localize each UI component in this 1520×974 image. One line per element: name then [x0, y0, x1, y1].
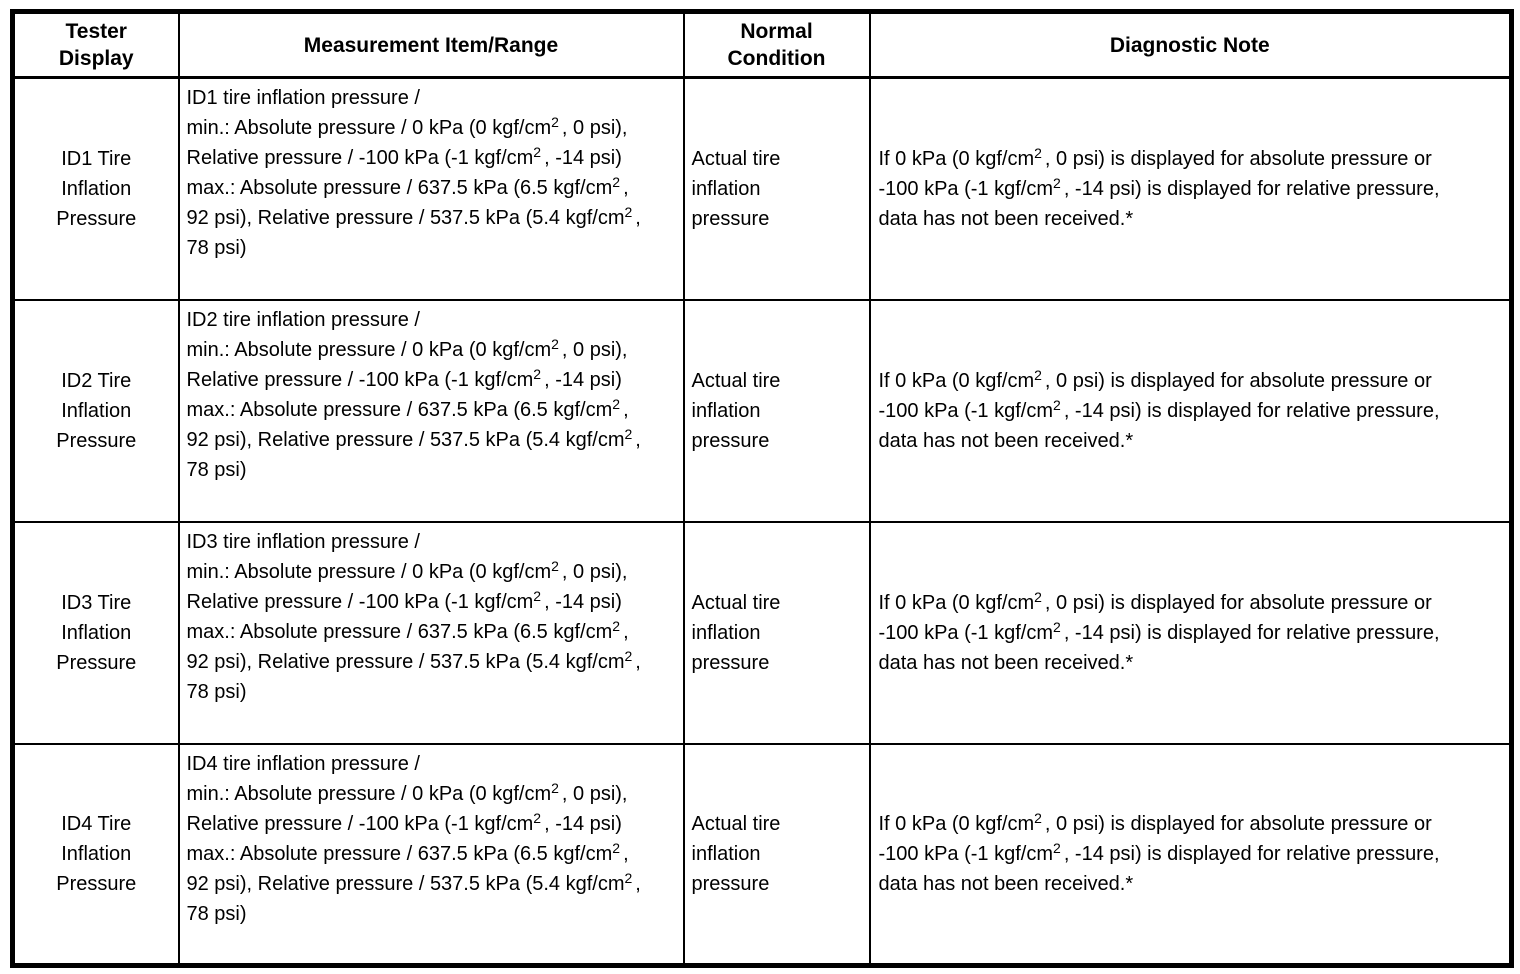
header-normal-condition-label: Normal Condition [727, 20, 826, 70]
cell-id2-diagnostic-note: If 0 kPa (0 kgf/cm2, 0 psi) is displayed… [868, 298, 1513, 523]
cell-id4-normal-condition: Actual tire inflation pressure [682, 742, 871, 967]
table-row-id3: ID3 Tire Inflation Pressure ID3 tire inf… [11, 520, 1513, 745]
header-diagnostic-note-label: Diagnostic Note [1109, 33, 1270, 57]
cell-id4-diagnostic-note: If 0 kPa (0 kgf/cm2, 0 psi) is displayed… [868, 742, 1513, 967]
header-tester-display: Tester Display [11, 10, 180, 79]
id1-diagnostic-note-text: If 0 kPa (0 kgf/cm2, 0 psi) is displayed… [878, 144, 1440, 230]
id3-normal-condition-text: Actual tire inflation pressure [691, 591, 781, 674]
id2-measurement-range-text: ID2 tire inflation pressure / min.: Abso… [186, 308, 641, 481]
cell-id3-normal-condition: Actual tire inflation pressure [682, 520, 871, 745]
id4-diagnostic-note-text: If 0 kPa (0 kgf/cm2, 0 psi) is displayed… [878, 809, 1440, 895]
cell-id2-normal-condition: Actual tire inflation pressure [682, 298, 871, 523]
table-row-id1: ID1 Tire Inflation Pressure ID1 tire inf… [11, 76, 1513, 301]
table-row-id4: ID4 Tire Inflation Pressure ID4 tire inf… [11, 742, 1513, 967]
id2-diagnostic-note-text: If 0 kPa (0 kgf/cm2, 0 psi) is displayed… [878, 366, 1440, 452]
id3-tester-display-text: ID3 Tire Inflation Pressure [56, 591, 137, 674]
cell-id4-measurement-range: ID4 tire inflation pressure / min.: Abso… [177, 742, 685, 967]
header-measurement-item-range-label: Measurement Item/Range [303, 33, 559, 57]
header-normal-condition: Normal Condition [682, 10, 871, 79]
id2-normal-condition-text: Actual tire inflation pressure [691, 369, 781, 452]
cell-id4-tester-display: ID4 Tire Inflation Pressure [11, 742, 180, 967]
cell-id2-tester-display: ID2 Tire Inflation Pressure [11, 298, 180, 523]
cell-id3-diagnostic-note: If 0 kPa (0 kgf/cm2, 0 psi) is displayed… [868, 520, 1513, 745]
id1-normal-condition-text: Actual tire inflation pressure [691, 147, 781, 230]
id3-measurement-range-text: ID3 tire inflation pressure / min.: Abso… [186, 530, 641, 703]
id1-measurement-range-text: ID1 tire inflation pressure / min.: Abso… [186, 87, 641, 259]
id4-measurement-range-text: ID4 tire inflation pressure / min.: Abso… [186, 752, 641, 925]
header-diagnostic-note: Diagnostic Note [868, 10, 1513, 79]
table-header-row: Tester Display Measurement Item/Range No… [11, 10, 1513, 79]
header-measurement-item-range: Measurement Item/Range [177, 10, 685, 79]
header-tester-display-label: Tester Display [58, 20, 134, 70]
tire-pressure-data-list-table: Tester Display Measurement Item/Range No… [10, 9, 1514, 968]
id1-tester-display-text: ID1 Tire Inflation Pressure [56, 147, 137, 230]
id3-diagnostic-note-text: If 0 kPa (0 kgf/cm2, 0 psi) is displayed… [878, 588, 1440, 674]
cell-id2-measurement-range: ID2 tire inflation pressure / min.: Abso… [177, 298, 685, 523]
cell-id1-tester-display: ID1 Tire Inflation Pressure [11, 76, 180, 301]
id4-normal-condition-text: Actual tire inflation pressure [691, 812, 781, 895]
cell-id3-tester-display: ID3 Tire Inflation Pressure [11, 520, 180, 745]
cell-id3-measurement-range: ID3 tire inflation pressure / min.: Abso… [177, 520, 685, 745]
id2-tester-display-text: ID2 Tire Inflation Pressure [56, 369, 137, 452]
table-row-id2: ID2 Tire Inflation Pressure ID2 tire inf… [11, 298, 1513, 523]
cell-id1-measurement-range: ID1 tire inflation pressure / min.: Abso… [177, 76, 685, 301]
cell-id1-diagnostic-note: If 0 kPa (0 kgf/cm2, 0 psi) is displayed… [868, 76, 1513, 301]
cell-id1-normal-condition: Actual tire inflation pressure [682, 76, 871, 301]
id4-tester-display-text: ID4 Tire Inflation Pressure [56, 812, 137, 895]
